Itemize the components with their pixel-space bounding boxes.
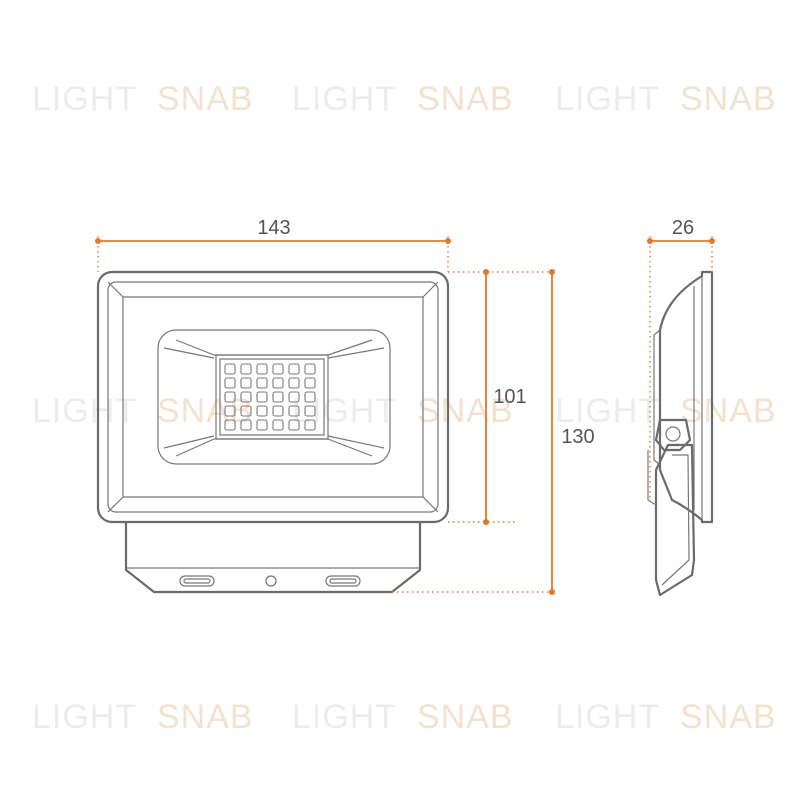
led-chip xyxy=(288,405,300,417)
svg-text:SNAB: SNAB xyxy=(157,392,254,430)
led-chip xyxy=(288,363,300,375)
led-chip xyxy=(224,363,236,375)
watermark-bottom-left: LIGHT SNAB xyxy=(32,698,254,736)
housing-glass xyxy=(122,296,424,498)
led-chip xyxy=(304,405,316,417)
watermark-top-center: LIGHT SNAB xyxy=(292,80,514,118)
watermark-middle-right: LIGHT SNAB xyxy=(555,392,777,430)
led-chip xyxy=(288,391,300,403)
watermark-top-left: LIGHT SNAB xyxy=(32,80,254,118)
led-chip xyxy=(256,405,268,417)
watermark-top-right: LIGHT SNAB xyxy=(555,80,777,118)
dimension-width: 143 xyxy=(95,217,451,272)
led-chip xyxy=(240,363,252,375)
svg-text:LIGHT: LIGHT xyxy=(555,80,660,118)
svg-text:LIGHT: LIGHT xyxy=(32,392,137,430)
bracket-slot-left xyxy=(179,575,215,587)
led-chip xyxy=(272,363,284,375)
led-chip xyxy=(272,391,284,403)
dimension-body-height-label: 101 xyxy=(493,386,526,408)
led-chip xyxy=(272,405,284,417)
svg-text:SNAB: SNAB xyxy=(157,698,254,736)
svg-text:SNAB: SNAB xyxy=(417,392,514,430)
led-chip xyxy=(256,419,268,431)
side-view xyxy=(647,270,714,597)
led-chip xyxy=(240,377,252,389)
dimension-body-height: 101 xyxy=(448,269,527,525)
led-chip xyxy=(224,391,236,403)
housing-outer xyxy=(96,270,450,524)
led-chip xyxy=(256,391,268,403)
side-bracket xyxy=(654,443,696,597)
dimension-depth: 26 xyxy=(647,217,715,500)
svg-text:LIGHT: LIGHT xyxy=(555,698,660,736)
dimension-depth-label: 26 xyxy=(672,217,694,239)
dimension-total-height-label: 130 xyxy=(561,426,594,448)
led-chip xyxy=(272,377,284,389)
led-chip xyxy=(272,419,284,431)
led-chip xyxy=(256,377,268,389)
svg-text:LIGHT: LIGHT xyxy=(555,392,660,430)
front-view xyxy=(96,270,450,594)
led-grid xyxy=(224,363,316,431)
svg-text:SNAB: SNAB xyxy=(157,80,254,118)
svg-text:SNAB: SNAB xyxy=(417,80,514,118)
hinge-bolt xyxy=(665,426,681,442)
svg-text:LIGHT: LIGHT xyxy=(32,80,137,118)
led-chip xyxy=(288,377,300,389)
led-chip xyxy=(240,391,252,403)
dimension-width-label: 143 xyxy=(257,217,290,239)
reflector-outer xyxy=(157,329,391,465)
watermark-middle-left: LIGHT SNAB xyxy=(32,392,254,430)
watermark-bottom-center: LIGHT SNAB xyxy=(292,698,514,736)
watermark-bottom-right: LIGHT SNAB xyxy=(555,698,777,736)
led-chip xyxy=(304,391,316,403)
led-chip xyxy=(224,419,236,431)
dimension-total-height: 130 xyxy=(392,269,595,595)
led-chip xyxy=(288,419,300,431)
svg-text:LIGHT: LIGHT xyxy=(292,698,397,736)
svg-text:SNAB: SNAB xyxy=(680,80,777,118)
led-chip xyxy=(240,419,252,431)
svg-text:SNAB: SNAB xyxy=(680,698,777,736)
watermark-layer: LIGHT SNAB LIGHT SNAB LIGHT SNAB LIGHT S… xyxy=(32,80,777,736)
svg-text:SNAB: SNAB xyxy=(680,392,777,430)
housing-frame xyxy=(107,281,439,513)
watermark-middle-center: LIGHT SNAB xyxy=(292,392,514,430)
svg-text:SNAB: SNAB xyxy=(417,698,514,736)
led-chip xyxy=(304,419,316,431)
led-module xyxy=(215,354,329,440)
svg-text:LIGHT: LIGHT xyxy=(292,80,397,118)
led-chip xyxy=(224,405,236,417)
bracket-hole xyxy=(265,575,277,587)
mounting-bracket xyxy=(124,522,422,594)
side-hinge xyxy=(654,418,692,452)
svg-text:LIGHT: LIGHT xyxy=(292,392,397,430)
led-chip xyxy=(240,405,252,417)
side-rear-fins xyxy=(647,329,661,506)
led-chip xyxy=(224,377,236,389)
led-chip xyxy=(304,377,316,389)
svg-text:LIGHT: LIGHT xyxy=(32,698,137,736)
bracket-slot-right xyxy=(325,575,361,587)
led-chip xyxy=(304,363,316,375)
led-chip xyxy=(256,363,268,375)
